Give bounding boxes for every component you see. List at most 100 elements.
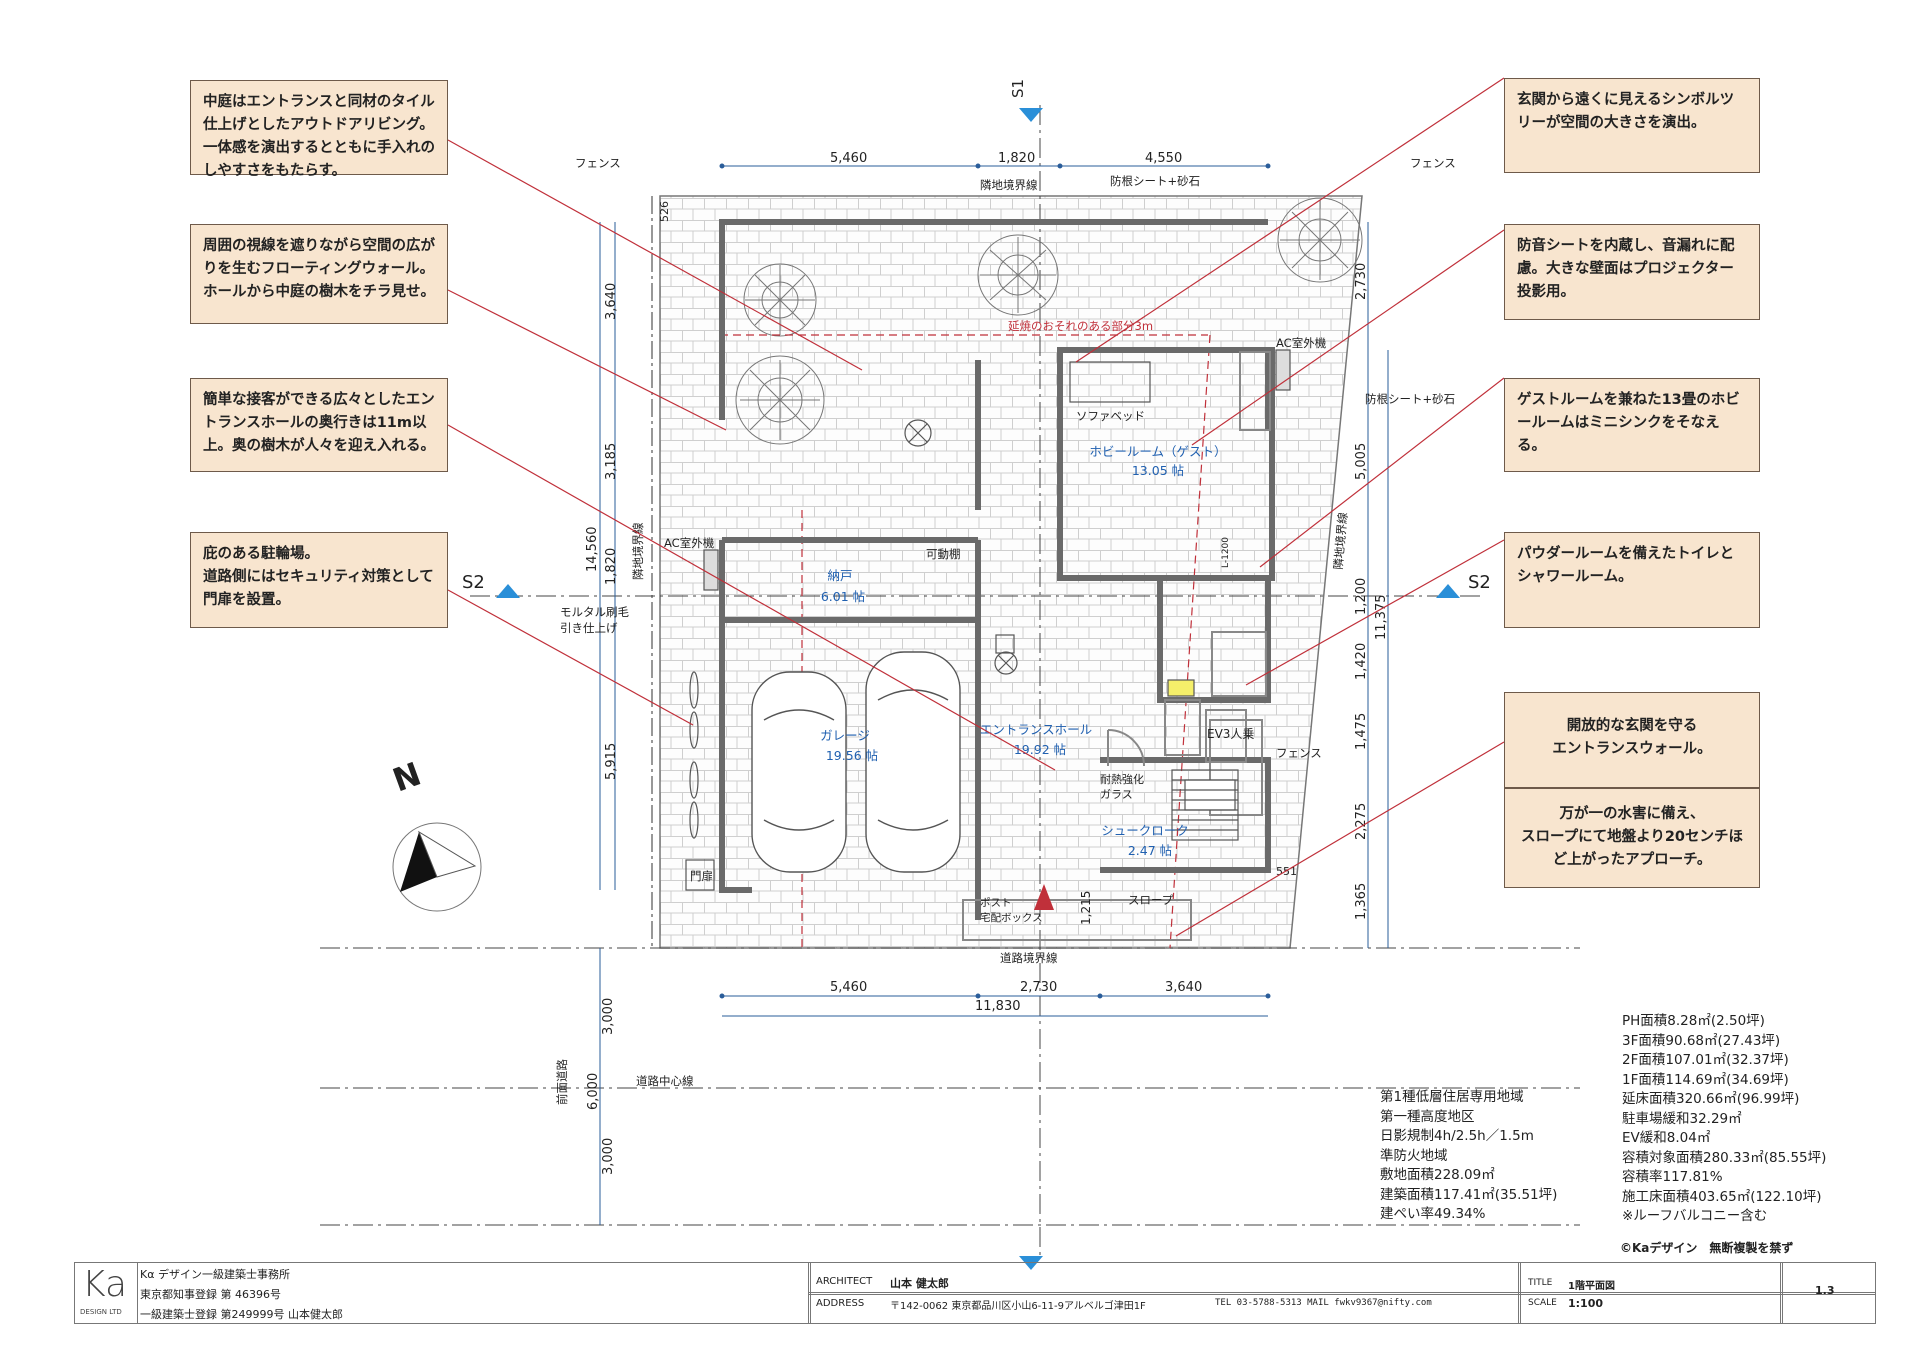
room-shoe-area: 2.47 帖 <box>1128 843 1172 858</box>
room-garage-area: 19.56 帖 <box>826 748 878 763</box>
note-entrance-wall: 開放的な玄関を守る エントランスウォール。 <box>1504 692 1760 788</box>
dim-road-2: 6,000 <box>586 1073 601 1110</box>
thin-walls <box>962 351 1271 941</box>
zoning-info: 第1種低層住居専用地域 第一種高度地区 日影規制4h/2.5h／1.5m 準防火… <box>1380 1089 1558 1222</box>
drawing-scale: 1:100 <box>1568 1297 1604 1310</box>
room-labels: ホビールーム（ゲスト） 13.05 帖 納戸 6.01 帖 ガレージ 19.56… <box>820 444 1226 858</box>
front-road-label: 前面道路 <box>555 1059 569 1105</box>
tb-divider-3 <box>1780 1262 1783 1324</box>
tb-divider-h <box>808 1292 1876 1295</box>
note-hobby-room: ゲストルームを兼ねた13畳のホビールームはミニシンクをそなえる。 <box>1504 378 1760 472</box>
address: 〒142-0062 東京都品川区小山6-11-9アルベルゴ津田1F <box>890 1301 1146 1312</box>
mortar-label: モルタル刷毛 引き仕上げ <box>560 605 629 635</box>
garage-cars <box>751 651 961 873</box>
entrance-marker <box>1034 884 1054 910</box>
drawing-labels: フェンス フェンス フェンス 隣地境界線 道路境界線 道路中心線 前面道路 隣地… <box>555 156 1456 1105</box>
drawing-title: 1階平面図 <box>1568 1281 1615 1292</box>
note-soundproof: 防音シートを内蔵し、音漏れに配慮。大きな壁面はプロジェクター投影用。 <box>1504 224 1760 320</box>
dim-bottom-3: 3,640 <box>1165 980 1202 995</box>
dim-bottom-total: 11,830 <box>975 999 1021 1014</box>
section-s1-label: S1 <box>1009 79 1027 98</box>
dim-right-1: 2,730 <box>1354 263 1369 300</box>
leader-lines <box>447 77 1505 937</box>
firm-registration: 東京都知事登録 第 46396号 <box>140 1288 281 1301</box>
dim-bottom-1: 5,460 <box>830 980 867 995</box>
title-label: TITLE <box>1528 1278 1553 1288</box>
reference-lines <box>320 105 1580 1260</box>
note-bicycle: 庇のある駐輪場。 道路側にはセキュリティ対策として門扉を設置。 <box>190 532 448 628</box>
contact: TEL 03-5788-5313 MAIL fwkv9367@nifty.com <box>1215 1298 1432 1308</box>
dim-left-3: 1,820 <box>604 548 619 585</box>
note-courtyard: 中庭はエントランスと同材のタイル仕上げとしたアウトドアリビング。一体感を演出する… <box>190 80 448 179</box>
dim-right-2: 5,005 <box>1354 443 1369 480</box>
fire-spread-line <box>720 334 1211 949</box>
architect-label: ARCHITECT <box>816 1276 873 1287</box>
fire-spread-label: 延焼のおそれのある部分3m <box>1008 319 1153 333</box>
soundproof-top-label: 防根シート+砂石 <box>1110 174 1200 188</box>
room-storage-area: 6.01 帖 <box>821 589 865 604</box>
dim-misc-1: 526 <box>658 201 671 222</box>
dim-top-2: 1,820 <box>998 151 1035 166</box>
soundproof-right-label: 防根シート+砂石 <box>1365 392 1455 406</box>
dim-bottom-2: 2,730 <box>1020 980 1057 995</box>
note-floating-wall: 周囲の視線を遮りながら空間の広がりを生むフローティングウォール。ホールから中庭の… <box>190 224 448 324</box>
note-flood-slope: 万が一の水害に備え、 スロープにて地盤より20センチほど上がったアプローチ。 <box>1504 788 1760 888</box>
dim-right-6: 2,275 <box>1354 803 1369 840</box>
dim-left-1: 3,640 <box>604 283 619 320</box>
courtyard-trees <box>735 197 1363 445</box>
dim-right-total: 11,375 <box>1374 595 1389 641</box>
dim-right-3: 1,200 <box>1354 578 1369 615</box>
north-label: N <box>388 755 426 800</box>
boundary-right-label: 隣地境界線 <box>1331 511 1350 570</box>
dim-right-4: 1,420 <box>1354 643 1369 680</box>
firm-logo: Ka <box>82 1264 128 1305</box>
section-s2-right-label: S2 <box>1468 572 1491 593</box>
room-hobby-area: 13.05 帖 <box>1132 463 1184 478</box>
architect-name: 山本 健太郎 <box>890 1277 949 1290</box>
section-markers: S1 S2 S2 <box>462 79 1491 1270</box>
north-compass: N <box>388 755 482 912</box>
firm-name: Kα デザイン一級建築士事務所 <box>140 1268 290 1281</box>
dim-top-3: 4,550 <box>1145 151 1182 166</box>
dimension-texts: 5,460 1,820 4,550 5,460 2,730 3,640 11,8… <box>585 151 1389 1175</box>
gate-label: 門扉 <box>690 869 713 883</box>
dim-road-1: 3,000 <box>601 998 616 1035</box>
glass-label: 耐熱強化 ガラス <box>1100 773 1144 801</box>
post-label: ポスト 宅配ボックス <box>980 897 1043 924</box>
fence-inner-label: フェンス <box>1276 746 1322 760</box>
copyright: ©Kaデザイン 無断複製を禁ず <box>1620 1240 1793 1255</box>
stairs <box>1171 769 1239 841</box>
room-hall-area: 19.92 帖 <box>1014 742 1066 757</box>
section-s2-left-label: S2 <box>462 572 485 593</box>
dim-left-4: 5,915 <box>604 743 619 780</box>
room-garage-name: ガレージ <box>820 728 870 743</box>
tb-divider-2 <box>1518 1262 1521 1324</box>
sheet-number: 1.3 <box>1815 1284 1835 1297</box>
address-label: ADDRESS <box>816 1298 865 1309</box>
fence-right-label: フェンス <box>1410 156 1456 170</box>
room-storage-name: 納戸 <box>827 568 852 583</box>
ac-left-label: AC室外機 <box>664 536 715 550</box>
ev-label: EV3人乗 <box>1207 727 1254 741</box>
fence-left-label: フェンス <box>575 156 621 170</box>
boundary-left-label: 隣地境界線 <box>631 522 645 580</box>
logo-box <box>74 1262 138 1324</box>
ac-right-label: AC室外機 <box>1276 336 1327 350</box>
building-walls <box>719 219 1275 920</box>
note-powder-room: パウダールームを備えたトイレとシャワールーム。 <box>1504 532 1760 628</box>
room-hall-name: エントランスホール <box>980 722 1092 737</box>
area-summary: PH面積8.28㎡(2.50坪) 3F面積90.68㎡(27.43坪) 2F面積… <box>1622 1013 1827 1224</box>
sofa-label: ソファベッド <box>1076 409 1145 423</box>
slope-label: スロープ <box>1128 893 1174 907</box>
boundary-top-label: 隣地境界線 <box>980 178 1038 192</box>
scale-label: SCALE <box>1528 1298 1557 1308</box>
dim-right-5: 1,475 <box>1354 713 1369 750</box>
architect-registration: 一級建築士登録 第249999号 山本健太郎 <box>140 1308 343 1321</box>
dim-misc-3: 1,215 <box>1079 891 1093 925</box>
dimension-lines <box>599 163 1389 1225</box>
dim-left-total: 14,560 <box>585 527 600 573</box>
firm-logo-sub: DESIGN LTD <box>80 1308 122 1316</box>
room-shoe-name: シュークローク <box>1101 823 1189 838</box>
road-center-label: 道路中心線 <box>636 1074 694 1088</box>
